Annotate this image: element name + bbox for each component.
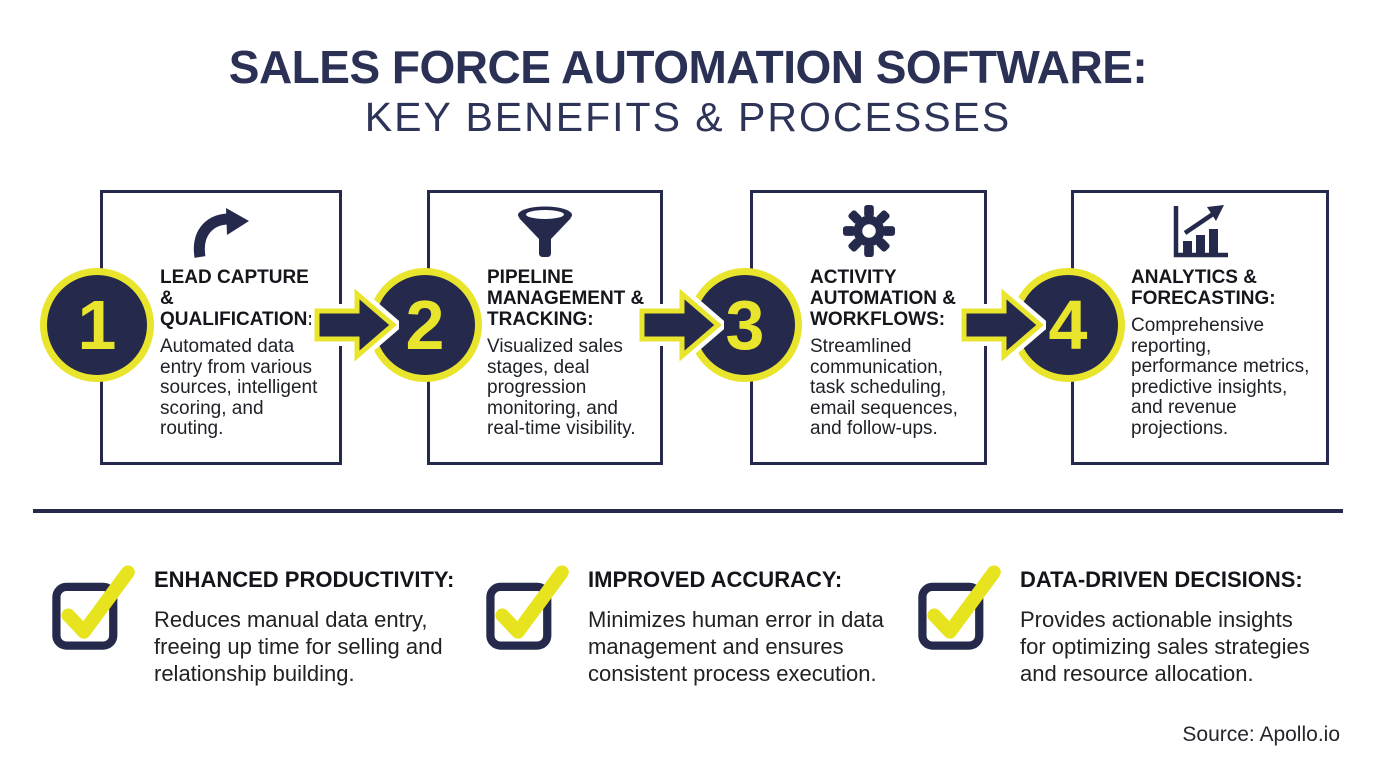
checkbox-check-icon xyxy=(50,560,138,656)
step-card-lead-capture: LEAD CAPTURE & QUALIFICATION: Automated … xyxy=(100,190,342,465)
checkbox-check-icon xyxy=(484,560,572,656)
step-number: 3 xyxy=(725,286,765,364)
step-heading: PIPELINE MANAGEMENT & TRACKING: xyxy=(487,267,645,330)
step-body: Automated data entry from various source… xyxy=(160,336,318,439)
benefit-body: Provides actionable insights for optimiz… xyxy=(1020,607,1310,686)
step-number: 4 xyxy=(1048,286,1088,364)
title-line2: KEY BENEFITS & PROCESSES xyxy=(364,94,1012,140)
step-number-badge: 4 xyxy=(1011,268,1125,382)
step-body: Comprehensive reporting, performance met… xyxy=(1131,315,1310,439)
flow-arrow-icon xyxy=(636,289,724,361)
step-heading: ACTIVITY AUTOMATION & WORKFLOWS: xyxy=(810,267,957,330)
curved-arrow-icon xyxy=(103,205,339,258)
benefit-body: Reduces manual data entry, freeing up ti… xyxy=(154,607,443,686)
page-title: SALES FORCE AUTOMATION SOFTWARE: KEY BEN… xyxy=(0,42,1376,140)
source-attribution: Source: Apollo.io xyxy=(1182,723,1340,746)
funnel-icon xyxy=(430,205,660,258)
step-heading: LEAD CAPTURE & QUALIFICATION: xyxy=(160,267,314,330)
bar-chart-icon xyxy=(1074,205,1326,258)
step-number: 2 xyxy=(405,286,445,364)
title-line1: SALES FORCE AUTOMATION SOFTWARE: xyxy=(228,41,1148,93)
benefit-heading: IMPROVED ACCURACY: xyxy=(588,567,843,592)
step-body: Streamlined communication, task scheduli… xyxy=(810,336,958,439)
step-body: Visualized sales stages, deal progressio… xyxy=(487,336,636,439)
flow-arrow-icon xyxy=(311,289,399,361)
section-divider xyxy=(33,509,1343,513)
benefit-data-driven-decisions: DATA-DRIVEN DECISIONS: Provides actionab… xyxy=(916,560,1350,687)
benefit-heading: ENHANCED PRODUCTIVITY: xyxy=(154,567,455,592)
benefit-improved-accuracy: IMPROVED ACCURACY: Minimizes human error… xyxy=(484,560,908,687)
checkbox-check-icon xyxy=(916,560,1004,656)
benefit-enhanced-productivity: ENHANCED PRODUCTIVITY: Reduces manual da… xyxy=(50,560,474,687)
benefit-heading: DATA-DRIVEN DECISIONS: xyxy=(1020,567,1303,592)
step-heading: ANALYTICS & FORECASTING: xyxy=(1131,267,1276,309)
step-number-badge: 1 xyxy=(40,268,154,382)
step-number: 1 xyxy=(77,286,117,364)
gear-icon xyxy=(753,204,984,258)
benefit-body: Minimizes human error in data management… xyxy=(588,607,884,686)
flow-arrow-icon xyxy=(958,289,1046,361)
